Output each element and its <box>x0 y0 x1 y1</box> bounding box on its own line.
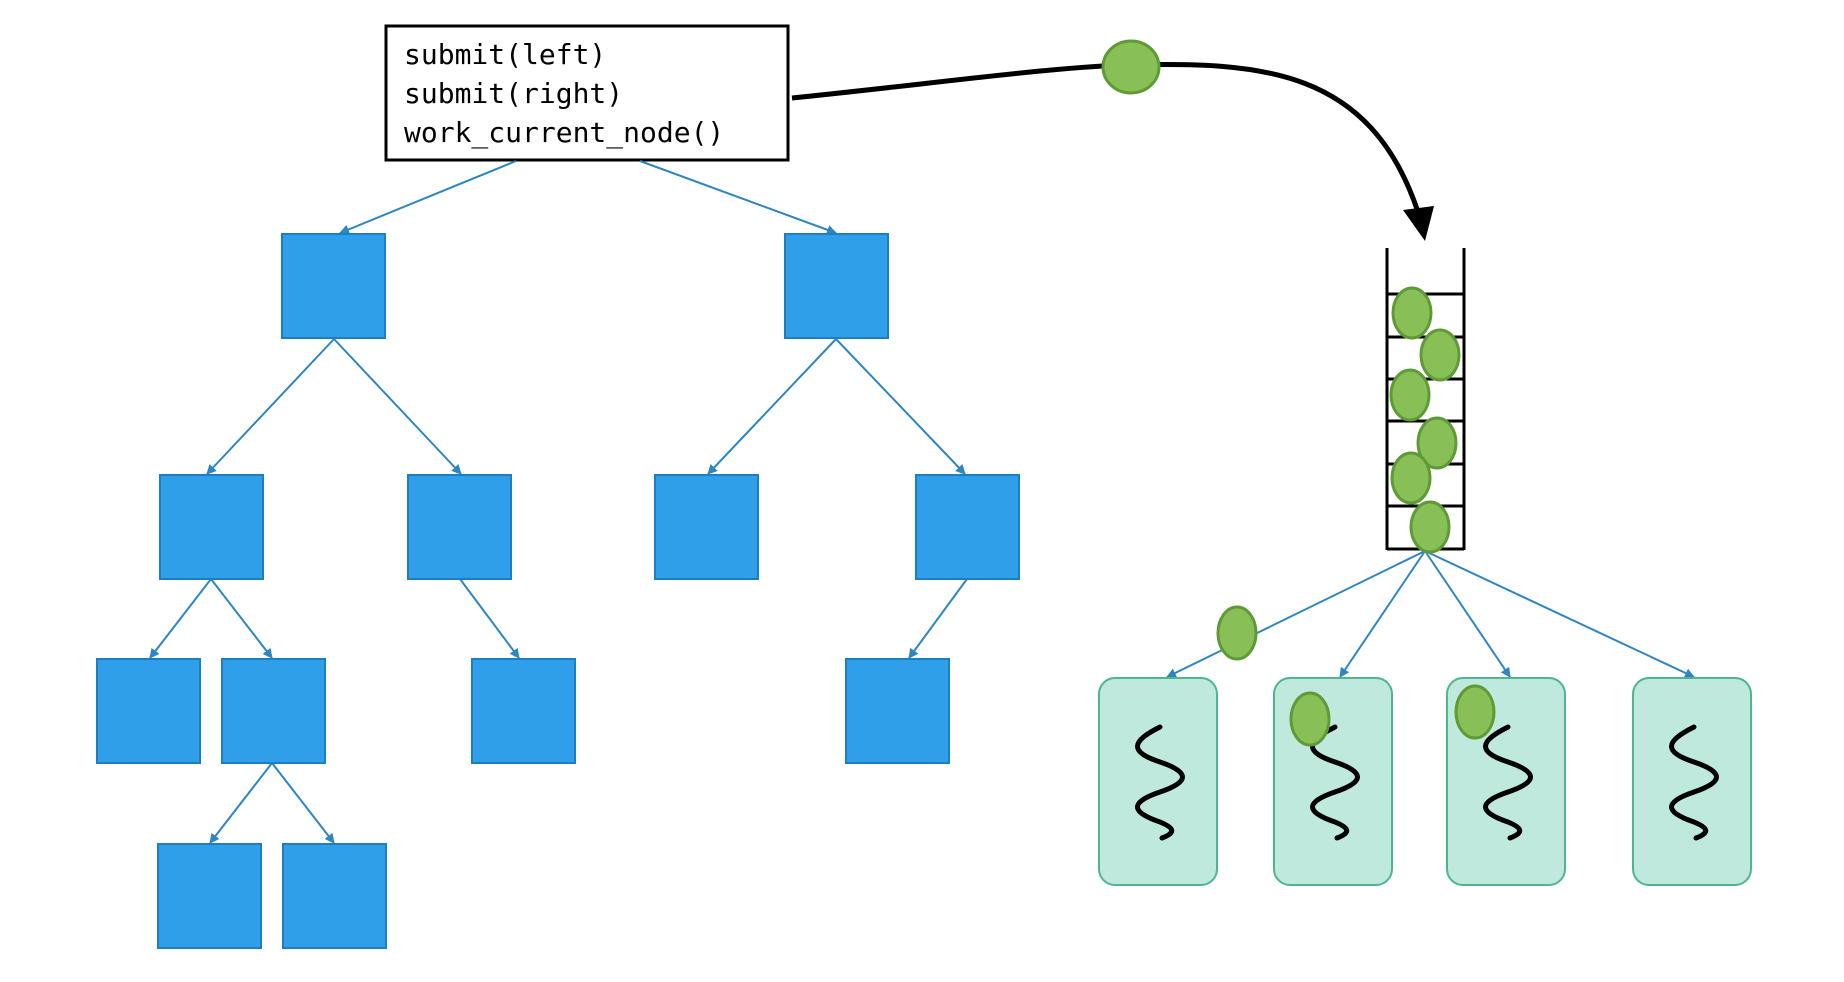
tree-node <box>282 843 387 949</box>
tree-node <box>96 658 201 764</box>
wavy-thread-icon <box>1483 724 1533 841</box>
tree-node <box>915 474 1020 580</box>
tree-node <box>654 474 759 580</box>
worker-edge <box>1166 550 1426 678</box>
tree-edge <box>639 160 837 235</box>
task-token-being-worked <box>1289 691 1331 747</box>
queued-tasks <box>1389 286 1461 554</box>
submit-arrow-head <box>1403 206 1434 241</box>
worker-edges <box>1166 550 1695 678</box>
queued-task-token <box>1391 286 1433 340</box>
worker <box>1273 677 1393 886</box>
tree-edge <box>707 338 837 475</box>
worker-edge <box>1424 550 1695 678</box>
task-token-in-transit <box>1101 39 1161 95</box>
queued-task-token <box>1409 500 1451 554</box>
submit-arrow <box>791 39 1434 241</box>
tree-node <box>407 474 512 580</box>
worker-box <box>1098 677 1218 886</box>
worker <box>1098 677 1218 886</box>
tree-edge <box>149 578 212 659</box>
worker <box>1446 677 1566 886</box>
wavy-thread-icon <box>1669 724 1719 841</box>
tree-edge <box>209 762 273 844</box>
tree-edge <box>339 160 517 235</box>
tree-node <box>471 658 576 764</box>
task-token-being-worked <box>1454 684 1496 740</box>
tree-edge <box>210 578 273 659</box>
tree-edge <box>333 338 462 475</box>
worker-edge <box>1339 550 1426 678</box>
wavy-thread-icon <box>1135 724 1185 841</box>
tree-node <box>784 233 889 339</box>
code-line-work-current-node: work_current_node() <box>404 116 724 150</box>
tree-node <box>159 474 264 580</box>
code-line-submit-right: submit(right) <box>404 77 623 110</box>
tree-edges <box>149 160 968 844</box>
submit-arrow-line <box>791 61 1421 213</box>
tree-edge <box>835 338 966 475</box>
tree-edge <box>459 578 520 659</box>
code-line-submit-left: submit(left) <box>404 38 606 71</box>
code-box-frame <box>384 24 790 162</box>
queued-task-token <box>1419 328 1461 382</box>
tree-node <box>157 843 262 949</box>
tree-edge <box>206 338 335 475</box>
worker-pool <box>1098 677 1752 886</box>
tree-node <box>845 658 950 764</box>
queued-task-token <box>1389 368 1431 422</box>
code-box: submit(left) submit(right) work_current_… <box>384 24 790 162</box>
tree-nodes <box>96 233 1020 949</box>
queued-task-token <box>1416 416 1458 470</box>
queued-task-token <box>1390 451 1432 505</box>
tree-edge <box>908 578 968 659</box>
tree-node <box>221 658 326 764</box>
worker-edge <box>1424 550 1511 678</box>
tree-node <box>281 233 386 339</box>
task-token-dispatching <box>1216 605 1258 661</box>
worker <box>1632 677 1752 886</box>
tree-edge <box>271 762 335 844</box>
worker-box <box>1632 677 1752 886</box>
wavy-thread-icon <box>1310 724 1360 841</box>
